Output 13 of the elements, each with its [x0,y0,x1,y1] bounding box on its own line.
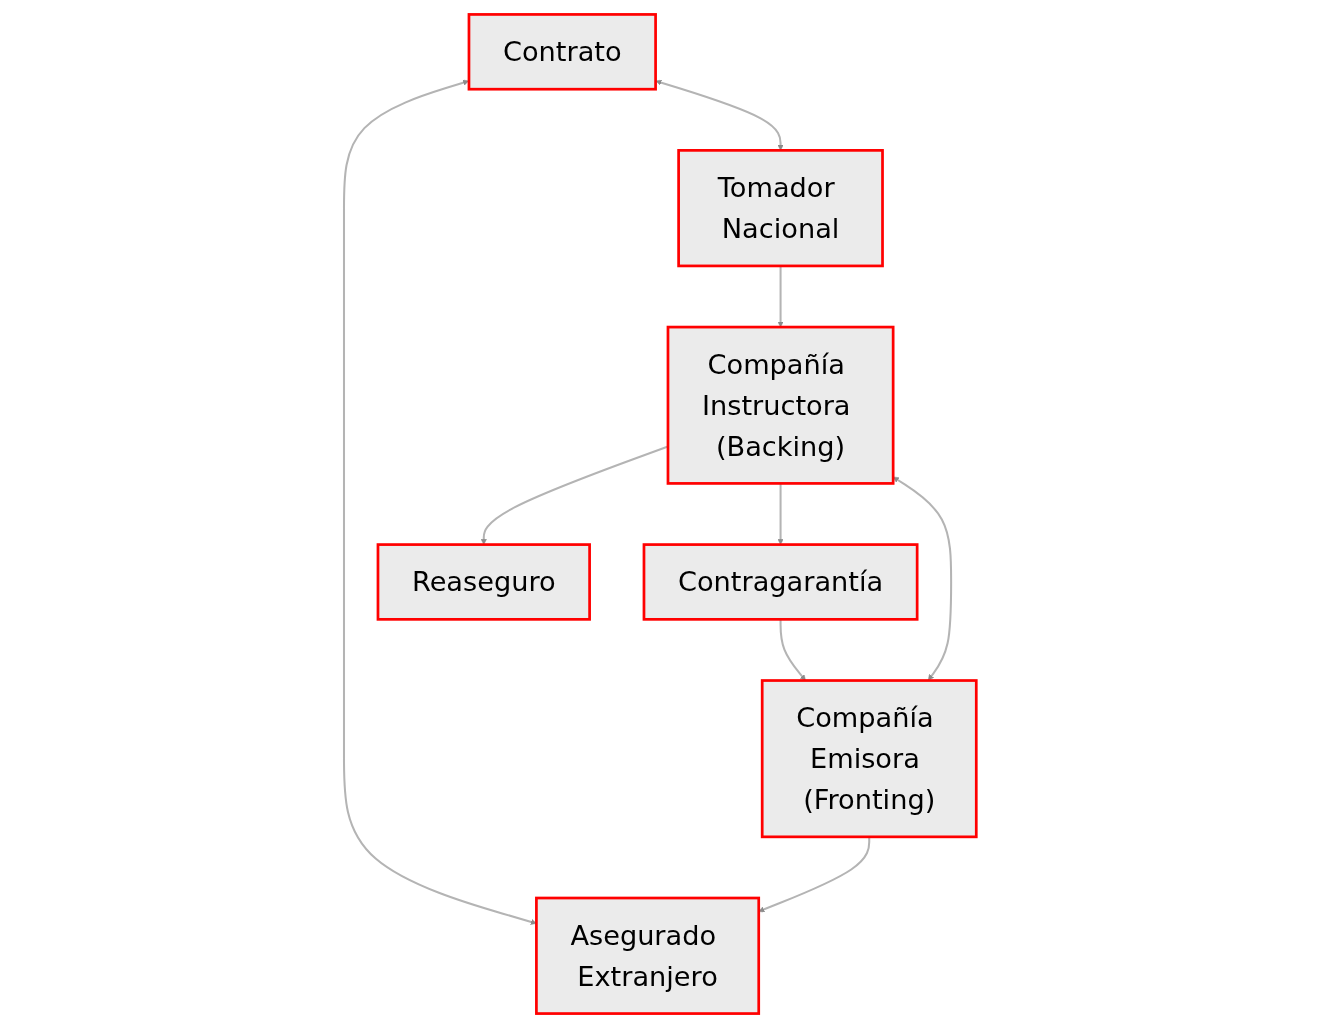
arrow [655,79,784,151]
arrow [777,483,784,545]
node-box: Reaseguro [376,543,592,621]
node-box: Tomador Nacional [677,149,885,268]
arrow [893,476,953,681]
arrow [779,619,807,681]
node-box: Compañía Instructora (Backing) [667,325,895,485]
arrow [481,445,669,545]
arrow [777,265,784,328]
node-box: Contrato [467,13,658,91]
node-box: Compañía Emisora (Fronting) [761,679,978,839]
node-box: Asegurado Extranjero [535,896,761,1015]
node-box: Contragarantía [642,543,919,621]
